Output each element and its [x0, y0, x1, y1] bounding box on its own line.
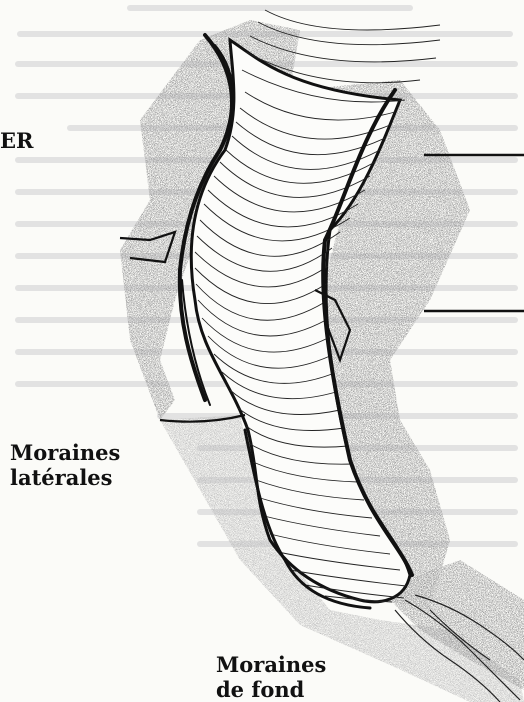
ground-moraines-label: Moraines de fond [216, 652, 326, 702]
lateral-moraines-label: Moraines latérales [10, 440, 120, 490]
cut-off-heading: ER [0, 128, 33, 153]
